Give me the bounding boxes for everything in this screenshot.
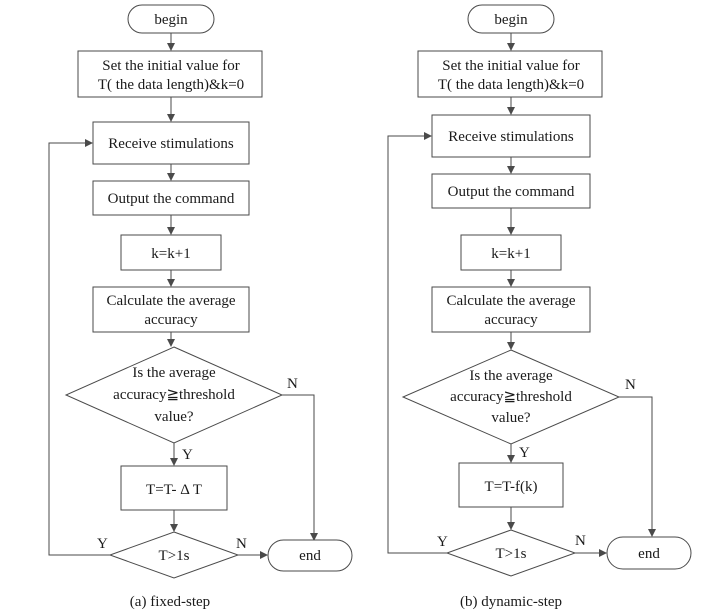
check-yes-label: Y <box>437 534 448 550</box>
end-terminal <box>267 539 353 572</box>
output-label: Output the command <box>108 191 235 207</box>
calculate-box <box>431 286 591 333</box>
update-box <box>120 465 228 511</box>
init-box <box>417 50 603 98</box>
caption: (a) fixed-step <box>130 594 210 610</box>
check-yes-label: Y <box>97 536 108 552</box>
end-label: end <box>299 548 321 564</box>
output-box <box>92 180 250 216</box>
init-label-line2: T( the data length)&k=0 <box>438 77 584 93</box>
increment-label: k=k+1 <box>491 246 530 262</box>
check-diamond <box>108 531 240 579</box>
flowchart-dynamic-step: begin Set the initial value for T( the d… <box>387 4 692 610</box>
increment-box <box>120 234 222 271</box>
calculate-box <box>92 286 250 333</box>
init-label-line2: T( the data length)&k=0 <box>98 77 244 93</box>
calculate-label-line2: accuracy <box>484 312 538 328</box>
update-box <box>458 462 564 508</box>
init-label-line1: Set the initial value for <box>442 58 579 74</box>
decision-label-line3: value? <box>491 410 530 426</box>
calculate-label-line2: accuracy <box>144 312 198 328</box>
decision-label-line2: accuracy≧threshold <box>113 387 235 403</box>
check-no-label: N <box>236 536 247 552</box>
decision-label-line3: value? <box>154 409 193 425</box>
init-box <box>77 50 263 98</box>
output-box <box>431 173 591 209</box>
receive-label: Receive stimulations <box>448 129 574 145</box>
flowchart-fixed-step: begin Set the initial value for T( the d… <box>48 4 353 610</box>
begin-label: begin <box>494 12 528 28</box>
output-label: Output the command <box>448 184 575 200</box>
caption: (b) dynamic-step <box>460 594 562 610</box>
decision-label-line2: accuracy≧threshold <box>450 389 572 405</box>
increment-label: k=k+1 <box>151 246 190 262</box>
check-label: T>1s <box>496 546 527 562</box>
decision-label-line1: Is the average <box>469 368 553 384</box>
update-label: T=T-f(k) <box>485 479 538 495</box>
calculate-label-line1: Calculate the average <box>446 293 575 309</box>
check-label: T>1s <box>159 548 190 564</box>
check-diamond <box>445 529 577 577</box>
decision-yes-label: Y <box>182 447 193 463</box>
init-label-line1: Set the initial value for <box>102 58 239 74</box>
decision-label-line1: Is the average <box>132 365 216 381</box>
begin-label: begin <box>154 12 188 28</box>
receive-box <box>431 114 591 158</box>
update-label: T=T- Δ T <box>146 482 202 498</box>
receive-label: Receive stimulations <box>108 136 234 152</box>
calculate-label-line1: Calculate the average <box>106 293 235 309</box>
increment-box <box>460 234 562 271</box>
decision-no-label: N <box>287 376 298 392</box>
decision-no-label: N <box>625 377 636 393</box>
end-label: end <box>638 546 660 562</box>
end-terminal <box>606 536 692 570</box>
check-no-label: N <box>575 533 586 549</box>
decision-yes-label: Y <box>519 445 530 461</box>
